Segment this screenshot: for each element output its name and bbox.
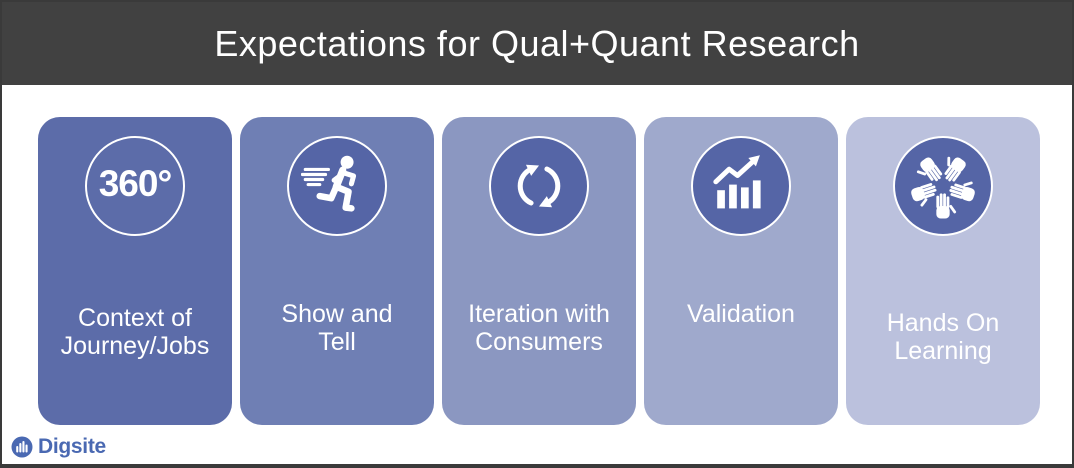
runner-icon [287,136,387,236]
slide-header: Expectations for Qual+Quant Research [2,2,1072,85]
360-degrees-icon: 360° [85,136,185,236]
digsite-logo-icon [11,436,33,458]
card-label: Validation [687,300,795,328]
brand-logo: Digsite [11,435,106,459]
cards-row: 360° Context of Journey/Jobs [38,117,1040,425]
card-label: Context of Journey/Jobs [60,304,210,360]
cycle-arrows-icon [489,136,589,236]
card-label: Hands On Learning [886,309,1000,365]
card-label: Show and Tell [281,300,393,356]
card-hands-on-learning: Hands On Learning [846,117,1040,425]
card-context-of-journey: 360° Context of Journey/Jobs [38,117,232,425]
card-show-and-tell: Show and Tell [240,117,434,425]
card-label: Iteration with Consumers [468,300,610,356]
card-validation: Validation [644,117,838,425]
brand-name: Digsite [38,435,106,458]
card-iteration-with-consumers: Iteration with Consumers [442,117,636,425]
hands-together-icon [893,136,993,236]
360-degrees-label: 360° [98,163,173,204]
slide-title: Expectations for Qual+Quant Research [214,22,860,64]
growth-chart-icon [691,136,791,236]
